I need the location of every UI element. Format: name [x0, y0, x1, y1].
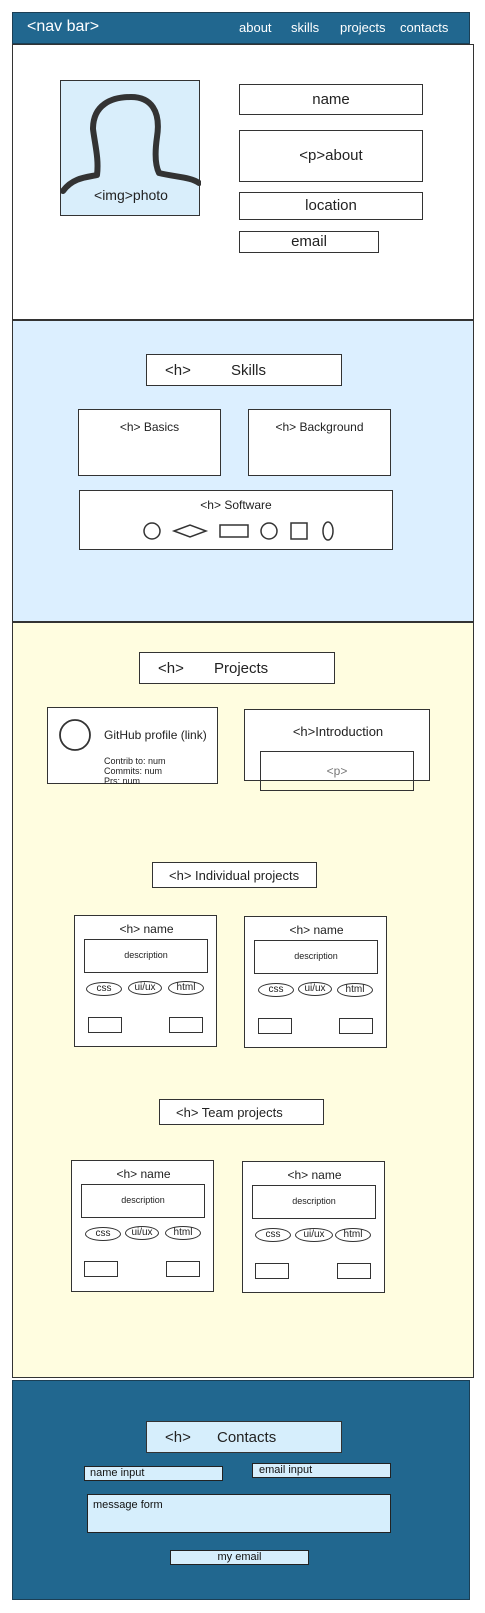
software-diamond-icon — [171, 524, 209, 538]
tag-css: css — [255, 1228, 291, 1242]
skills-basics-card: <h> Basics — [78, 409, 221, 476]
person-silhouette-icon — [61, 94, 201, 194]
nav-brand: <nav bar> — [27, 18, 100, 35]
software-circle-icon — [143, 522, 161, 540]
project-name: <h> name — [116, 1167, 171, 1181]
skills-heading: <h> Skills — [146, 354, 342, 386]
github-commits: Commits: num — [104, 766, 163, 776]
project-button-left[interactable] — [258, 1018, 292, 1034]
team-projects-heading-text: <h> Team projects — [176, 1105, 283, 1120]
profile-email: email — [239, 231, 379, 253]
skills-section: <h> Skills <h> Basics <h> Background <h>… — [12, 320, 474, 622]
project-button-right[interactable] — [166, 1261, 200, 1277]
skills-software-card: <h> Software — [79, 490, 393, 550]
nav-link-contacts[interactable]: contacts — [400, 20, 449, 35]
contacts-heading-tag: <h> — [165, 1429, 191, 1446]
project-button-left[interactable] — [255, 1263, 289, 1279]
team-project-card: <h> name description css ui/ux html — [242, 1161, 385, 1293]
tag-html: html — [335, 1228, 371, 1242]
photo-label: <img>photo — [94, 187, 168, 203]
introduction-paragraph: <p> — [260, 751, 414, 791]
introduction-heading: <h>Introduction — [292, 724, 384, 739]
profile-section: <img>photo name <p>about location email — [12, 44, 474, 320]
github-card: GitHub profile (link) Contrib to: num Co… — [47, 707, 218, 786]
tag-css: css — [85, 1227, 121, 1241]
software-icons — [143, 521, 334, 541]
project-button-right[interactable] — [339, 1018, 373, 1034]
my-email-button[interactable]: my email — [170, 1550, 309, 1565]
tag-css: css — [258, 983, 294, 997]
introduction-card: <h>Introduction <p> — [244, 709, 430, 791]
individual-project-card: <h> name description css ui/ux html — [244, 916, 387, 1048]
basics-heading: <h> Basics — [119, 420, 180, 434]
profile-about: <p>about — [239, 130, 423, 182]
software-oval-icon — [322, 521, 334, 541]
contacts-heading: <h> Contacts — [146, 1421, 342, 1453]
project-button-right[interactable] — [169, 1017, 203, 1033]
github-contrib: Contrib to: num — [104, 756, 166, 766]
tag-html: html — [165, 1226, 201, 1240]
profile-name: name — [239, 84, 423, 115]
nav-link-projects[interactable]: projects — [340, 20, 386, 35]
projects-section: <h> Projects GitHub profile (link) Contr… — [12, 622, 474, 1378]
profile-location: location — [239, 192, 423, 220]
profile-photo: <img>photo — [60, 80, 201, 216]
github-avatar-icon — [59, 719, 91, 751]
nav-bar: <nav bar> about skills projects contacts — [12, 12, 470, 44]
tag-uiux: ui/ux — [128, 981, 162, 995]
message-form[interactable]: message form — [87, 1494, 391, 1533]
software-circle-icon-2 — [260, 522, 278, 540]
team-projects-heading: <h> Team projects — [159, 1099, 324, 1125]
projects-heading-text: Projects — [214, 660, 269, 677]
tag-uiux: ui/ux — [298, 982, 332, 996]
tag-html: html — [168, 981, 204, 995]
github-profile-link[interactable]: GitHub profile (link) — [104, 728, 207, 742]
background-heading: <h> Background — [275, 420, 364, 434]
project-name: <h> name — [289, 923, 344, 937]
email-input[interactable]: email input — [252, 1463, 391, 1478]
team-project-card: <h> name description css ui/ux html — [71, 1160, 214, 1292]
tag-html: html — [337, 983, 373, 997]
individual-projects-heading: <h> Individual projects — [152, 862, 317, 888]
individual-project-card: <h> name description css ui/ux html — [74, 915, 217, 1047]
github-prs: Prs: num — [104, 776, 141, 786]
software-rect-icon — [219, 524, 249, 538]
projects-heading: <h> Projects — [139, 652, 335, 684]
tag-uiux: ui/ux — [125, 1226, 159, 1240]
contacts-heading-text: Contacts — [217, 1429, 277, 1446]
project-button-left[interactable] — [84, 1261, 118, 1277]
project-button-right[interactable] — [337, 1263, 371, 1279]
project-description: description — [84, 939, 208, 973]
project-name: <h> name — [287, 1168, 342, 1182]
name-input[interactable]: name input — [84, 1466, 223, 1481]
individual-projects-heading-text: <h> Individual projects — [169, 868, 300, 883]
project-description: description — [81, 1184, 205, 1218]
project-name: <h> name — [119, 922, 174, 936]
nav-link-about[interactable]: about — [239, 20, 272, 35]
skills-heading-text: Skills — [231, 362, 267, 379]
skills-background-card: <h> Background — [248, 409, 391, 476]
project-button-left[interactable] — [88, 1017, 122, 1033]
project-description: description — [254, 940, 378, 974]
tag-css: css — [86, 982, 122, 996]
skills-heading-tag: <h> — [165, 362, 191, 379]
software-square-icon — [290, 522, 308, 540]
software-heading: <h> Software — [200, 498, 272, 512]
nav-link-skills[interactable]: skills — [291, 20, 320, 35]
projects-heading-tag: <h> — [158, 660, 184, 677]
project-description: description — [252, 1185, 376, 1219]
tag-uiux: ui/ux — [295, 1228, 333, 1242]
contacts-section: <h> Contacts name input email input mess… — [12, 1380, 470, 1600]
